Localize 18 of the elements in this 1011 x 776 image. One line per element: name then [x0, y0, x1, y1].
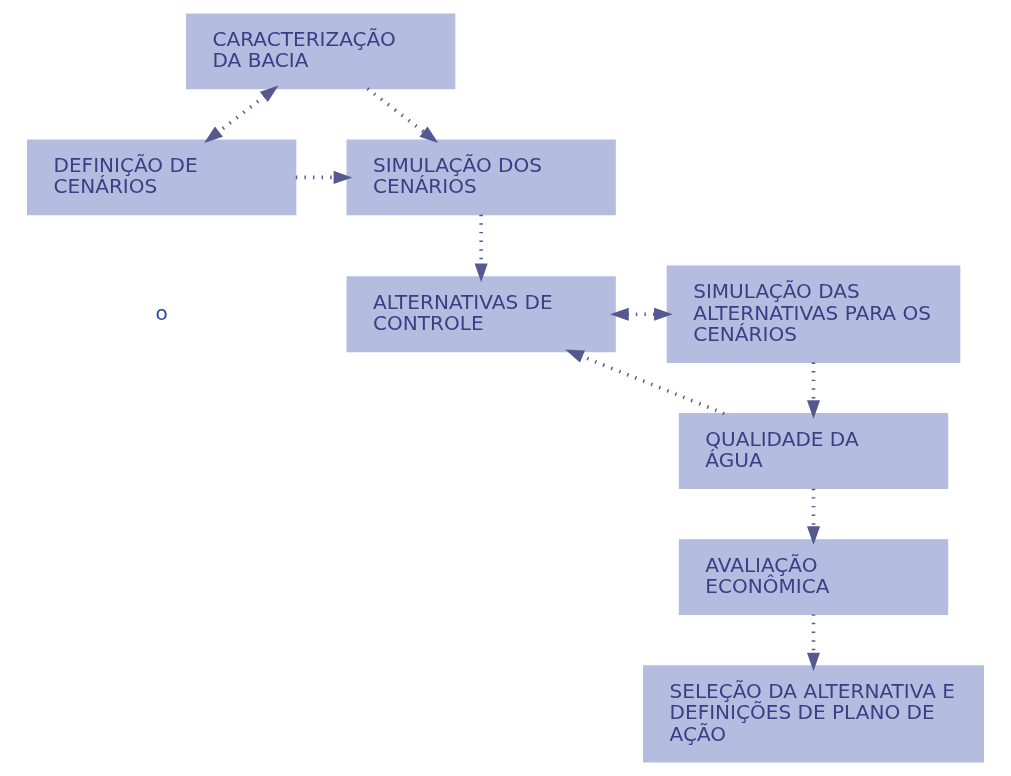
node-box: SIMULAÇÃO DOS CENÁRIOS — [346, 139, 616, 216]
arrow — [806, 488, 821, 546]
node-box: AVALIAÇÃO ECONÔMICA — [678, 539, 949, 616]
arrow — [610, 307, 673, 321]
arrow — [806, 362, 821, 419]
arrow — [366, 87, 439, 144]
node-box: SIMULAÇÃO DAS ALTERNATIVAS PARA OS CENÁRIOS — [666, 265, 961, 363]
label: o — [155, 300, 168, 325]
arrow — [565, 349, 725, 416]
node-box: DEFINIÇÃO DE CENÁRIOS — [27, 139, 297, 216]
node-box: CARACTERIZAÇÃO DA BACIA — [186, 13, 456, 90]
arrow — [204, 85, 279, 144]
node-box: ALTERNATIVAS DE CONTROLE — [346, 276, 616, 353]
arrow — [295, 170, 353, 184]
node-box: QUALIDADE DA ÁGUA — [678, 413, 949, 489]
node-box: SELEÇÃO DA ALTERNATIVA E DEFINIÇÕES DE PLANO DE AÇÃO — [643, 665, 984, 763]
arrow — [474, 214, 488, 283]
arrow — [806, 614, 821, 672]
